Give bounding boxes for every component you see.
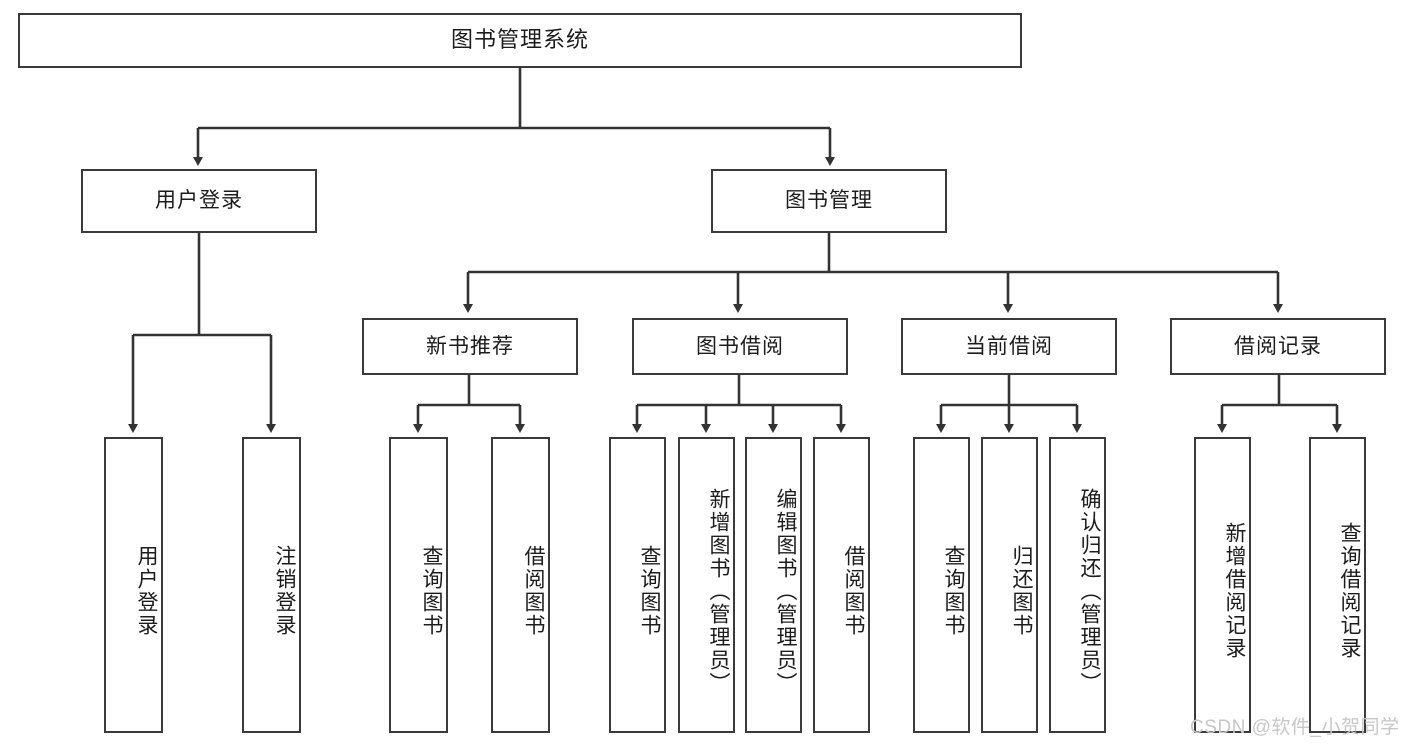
node-label: 查询图书: [420, 545, 443, 637]
leaf-user-login-logout[interactable]: 注销登录: [242, 437, 301, 733]
node-book-management[interactable]: 图书管理: [711, 169, 947, 233]
node-label: 确认归还（管理员）: [1078, 487, 1101, 695]
node-label: 注销登录: [273, 545, 296, 637]
node-user-login[interactable]: 用户登录: [81, 169, 317, 233]
leaf-user-login-login[interactable]: 用户登录: [104, 437, 163, 733]
node-root-system[interactable]: 图书管理系统: [18, 13, 1022, 68]
node-label: 归还图书: [1010, 545, 1033, 637]
node-label: 借阅图书: [522, 545, 545, 637]
node-label: 新增图书（管理员）: [707, 487, 730, 695]
node-label: 当前借阅: [965, 334, 1053, 358]
leaf-borrow-add-book[interactable]: 新增图书（管理员）: [678, 437, 735, 733]
node-label: 查询借阅记录: [1338, 522, 1361, 660]
leaf-current-return-book[interactable]: 归还图书: [981, 437, 1038, 733]
node-label: 新增借阅记录: [1223, 522, 1246, 660]
leaf-current-query-book[interactable]: 查询图书: [913, 437, 970, 733]
leaf-borrow-query-book[interactable]: 查询图书: [609, 437, 666, 733]
node-current-borrow[interactable]: 当前借阅: [901, 318, 1117, 375]
leaf-recommend-borrow-book[interactable]: 借阅图书: [491, 437, 550, 733]
node-label: 用户登录: [155, 189, 243, 213]
node-label: 图书借阅: [696, 334, 784, 358]
node-label: 新书推荐: [426, 334, 514, 358]
node-label: 借阅记录: [1234, 334, 1322, 358]
leaf-record-query-record[interactable]: 查询借阅记录: [1309, 437, 1366, 733]
node-new-book-recommend[interactable]: 新书推荐: [362, 318, 578, 375]
node-label: 借阅图书: [842, 545, 865, 637]
leaf-record-add-record[interactable]: 新增借阅记录: [1194, 437, 1251, 733]
leaf-borrow-borrow-book[interactable]: 借阅图书: [813, 437, 870, 733]
node-label: 查询图书: [942, 545, 965, 637]
node-label: 编辑图书（管理员）: [774, 487, 797, 695]
watermark-text: CSDN @软件_小贺同学: [1190, 717, 1400, 738]
leaf-borrow-edit-book[interactable]: 编辑图书（管理员）: [745, 437, 802, 733]
leaf-current-confirm-return[interactable]: 确认归还（管理员）: [1049, 437, 1106, 733]
leaf-recommend-query-book[interactable]: 查询图书: [389, 437, 448, 733]
node-borrow-record[interactable]: 借阅记录: [1170, 318, 1386, 375]
node-book-borrow[interactable]: 图书借阅: [632, 318, 848, 375]
node-label: 用户登录: [135, 545, 158, 637]
node-label: 图书管理系统: [450, 27, 589, 53]
node-label: 查询图书: [638, 545, 661, 637]
node-label: 图书管理: [785, 189, 873, 213]
